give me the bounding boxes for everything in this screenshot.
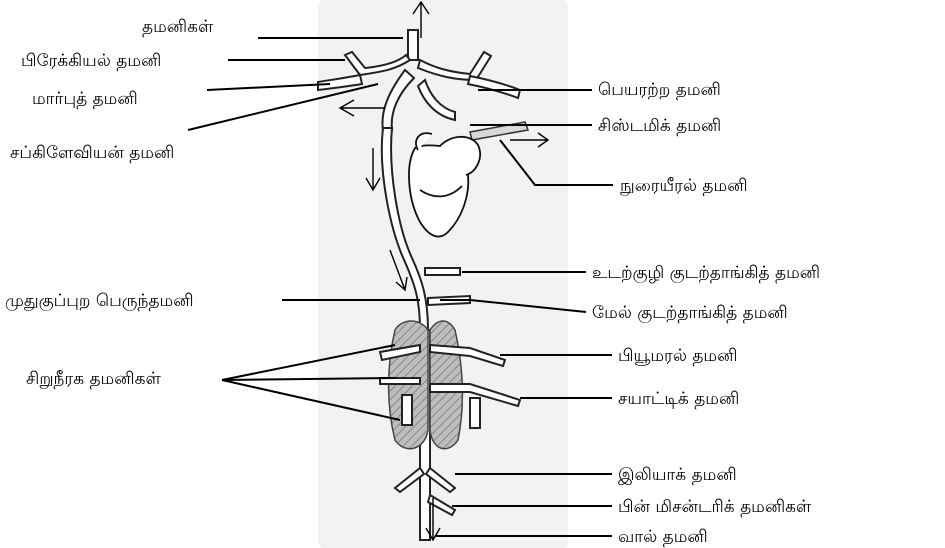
label-coeliac: உடற்குழி குடற்தாங்கித் தமனி [592, 263, 820, 283]
label-caudal: வால் தமனி [618, 527, 708, 547]
label-dorsal-aorta: முதுகுப்புற பெருந்தமனி [5, 291, 194, 311]
label-arteries: தமனிகள் [142, 17, 214, 37]
coeliac-branch [425, 268, 460, 275]
leader-mammary [207, 84, 330, 90]
right-labels: பெயரற்ற தமனி சிஸ்டமிக் தமனி நுரையீரல் தம… [592, 80, 820, 547]
label-systemic: சிஸ்டமிக் தமனி [598, 116, 721, 136]
label-anterior-mesenteric: மேல் குடற்தாங்கித் தமனி [592, 303, 788, 323]
label-renal: சிறுநீரக தமனிகள் [26, 369, 161, 389]
renal-loop-left [402, 395, 412, 425]
label-mammary: மார்புத் தமனி [32, 89, 138, 109]
label-pulmonary: நுரையீரல் தமனி [620, 176, 748, 196]
upper-trunk [408, 30, 418, 60]
label-subclavian: சப்கிளேவியன் தமனி [10, 143, 174, 163]
label-posterior-mesenteric: பின் மிசன்டரிக் தமனிகள் [618, 497, 812, 517]
renal-loop-right [470, 398, 480, 428]
label-femoral: பியூமரல் தமனி [618, 346, 737, 366]
label-sciatic: சயாட்டிக் தமனி [618, 389, 739, 409]
left-labels: தமனிகள் பிரேக்கியல் தமனி மார்புத் தமனி ச… [5, 17, 214, 389]
label-carotid: பெயரற்ற தமனி [598, 80, 721, 100]
label-iliac: இலியாக் தமனி [618, 465, 737, 485]
label-brachial: பிரேக்கியல் தமனி [21, 51, 161, 71]
